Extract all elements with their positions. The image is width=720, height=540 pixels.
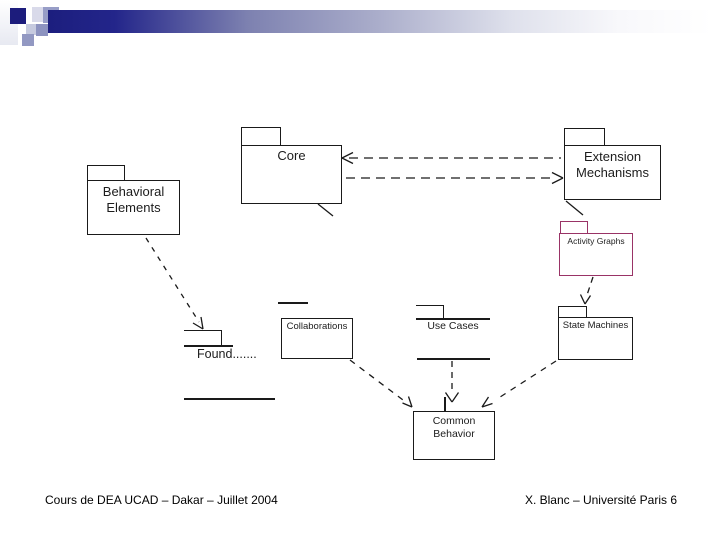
header-square-navy xyxy=(10,8,26,24)
package-foundation-label: Found....... xyxy=(197,347,257,361)
package-activity-graphs-label: Activity Graphs xyxy=(567,236,625,246)
package-behavioral-elements-tab xyxy=(87,165,125,180)
package-common-behavior-label-line2: Behavior xyxy=(433,428,475,440)
dep-be-to-foundation-line xyxy=(145,237,200,323)
package-state-machines: State Machines xyxy=(558,317,633,360)
package-use-cases-tab xyxy=(416,305,444,318)
package-foundation-bottom-line xyxy=(184,398,275,400)
dep-sm-to-cb-arrowhead xyxy=(481,396,493,408)
dep-core-to-em-arrowhead xyxy=(551,171,564,185)
package-state-machines-label: State Machines xyxy=(562,320,629,331)
dep-collab-to-cb-arrowhead xyxy=(402,396,413,408)
dep-collab-to-cb-line xyxy=(349,359,408,404)
package-behavioral-elements-label-line1: Behavioral xyxy=(102,184,165,199)
dep-ag-to-sm-line xyxy=(586,276,594,296)
package-activity-graphs-tab xyxy=(560,221,588,233)
package-extension-mechanisms-tab xyxy=(564,128,605,145)
package-common-behavior-tab-line xyxy=(444,397,446,411)
package-foundation-top-line xyxy=(184,345,233,347)
package-collaborations-tab-line xyxy=(278,302,308,304)
package-behavioral-elements: Behavioral Elements xyxy=(87,180,180,235)
package-extension-mechanisms-label-line1: Extension xyxy=(583,149,642,164)
package-foundation-tab xyxy=(184,330,222,345)
dep-core-stub-line xyxy=(317,203,334,217)
package-behavioral-elements-label-line2: Elements xyxy=(106,200,161,215)
package-core-tab xyxy=(241,127,281,145)
dep-em-to-activity-graphs-stub xyxy=(565,200,584,216)
dep-usecases-to-cb-arrowhead xyxy=(444,392,460,403)
dep-be-to-foundation-arrowhead xyxy=(192,316,204,330)
package-core: Core xyxy=(241,145,342,204)
package-core-label: Core xyxy=(277,148,306,163)
header-square-lightblue xyxy=(26,24,36,35)
header-gradient-bar xyxy=(48,10,712,33)
package-extension-mechanisms-label-line2: Mechanisms xyxy=(576,165,649,180)
package-use-cases-top-line xyxy=(416,318,490,320)
package-use-cases-bottom-line xyxy=(417,358,490,360)
dep-em-to-core-arrowhead xyxy=(341,151,354,165)
package-extension-mechanisms: Extension Mechanisms xyxy=(564,145,661,200)
header-square-slate-mid xyxy=(36,24,48,36)
package-common-behavior: Common Behavior xyxy=(413,411,495,460)
footer-course-credit: Cours de DEA UCAD – Dakar – Juillet 2004 xyxy=(45,493,278,507)
package-use-cases-label: Use Cases xyxy=(427,320,479,332)
package-common-behavior-label-line1: Common xyxy=(432,415,476,427)
package-state-machines-tab xyxy=(558,306,587,317)
package-collaborations: Collaborations xyxy=(281,318,353,359)
package-collaborations-label: Collaborations xyxy=(286,321,348,332)
footer-author-credit: X. Blanc – Université Paris 6 xyxy=(524,493,677,507)
package-activity-graphs: Activity Graphs xyxy=(559,233,633,276)
dep-ag-to-sm-arrowhead xyxy=(579,294,592,305)
header-square-slate-bottom xyxy=(22,34,34,46)
dep-sm-to-cb-line xyxy=(496,360,557,400)
